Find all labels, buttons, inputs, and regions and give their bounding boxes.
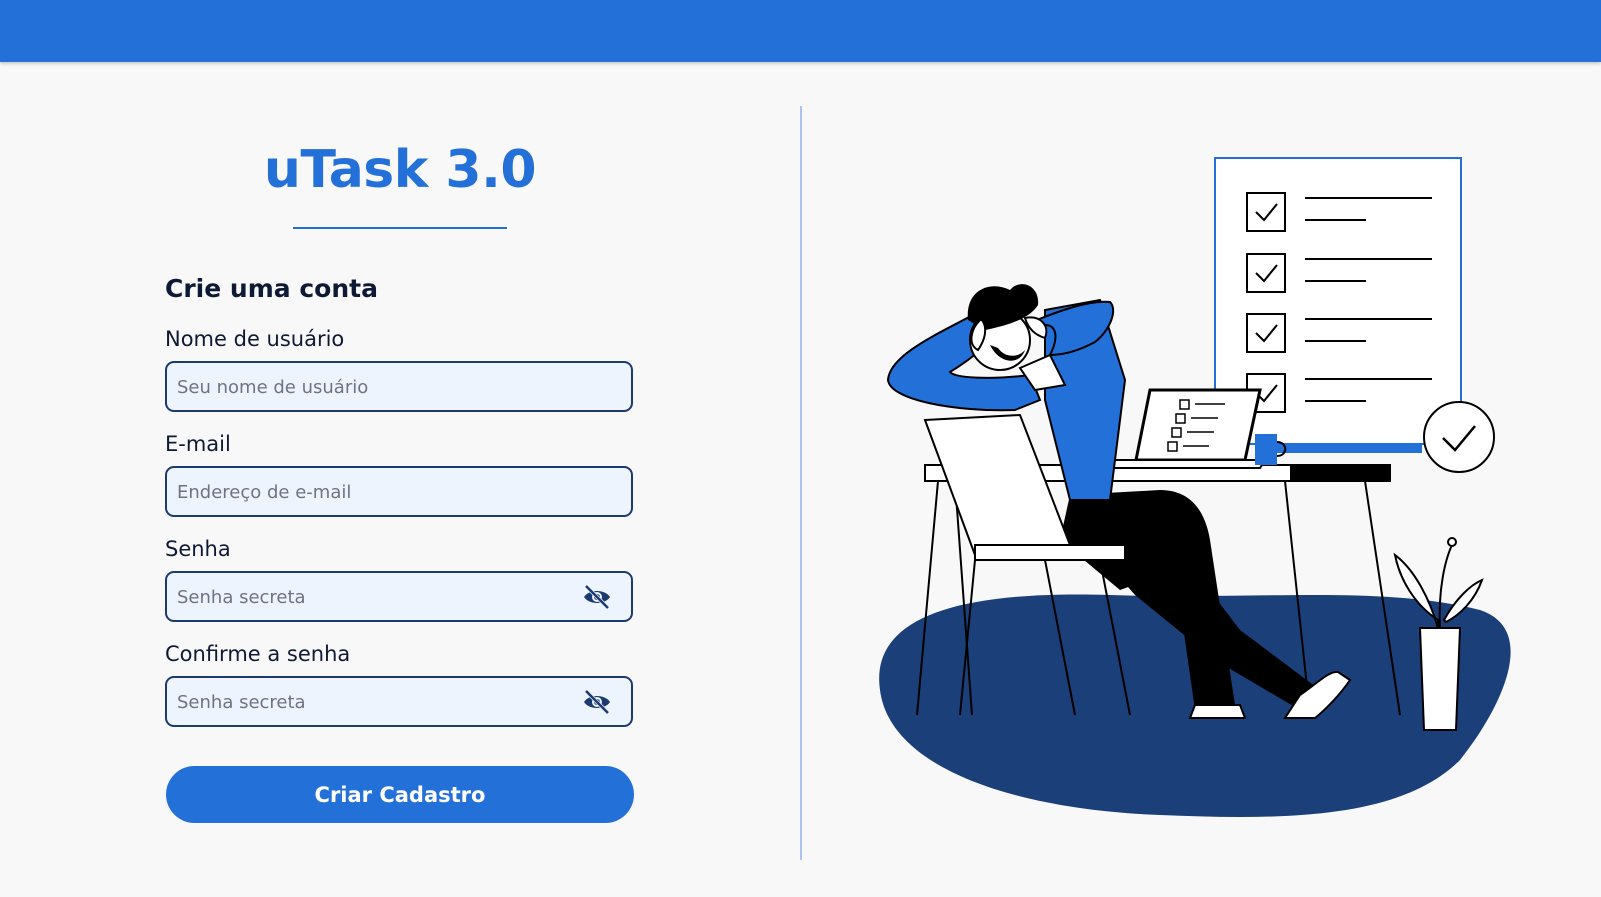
- logo-underline: [293, 227, 507, 229]
- password-input[interactable]: [175, 573, 569, 622]
- eye-off-icon[interactable]: [582, 689, 612, 715]
- username-input[interactable]: [175, 363, 569, 412]
- top-bar: [0, 0, 1601, 62]
- form-title: Crie uma conta: [165, 274, 378, 303]
- confirm-password-label: Confirme a senha: [165, 642, 351, 666]
- confirm-password-input[interactable]: [175, 678, 569, 727]
- username-label: Nome de usuário: [165, 327, 345, 351]
- password-label: Senha: [165, 537, 231, 561]
- email-field[interactable]: [165, 466, 633, 517]
- password-field[interactable]: [165, 571, 633, 622]
- confirm-password-field[interactable]: [165, 676, 633, 727]
- illustration-relaxed-person-icon: [879, 157, 1511, 817]
- eye-off-icon[interactable]: [582, 584, 612, 610]
- app-logo: uTask 3.0: [263, 140, 537, 200]
- create-account-button[interactable]: Criar Cadastro: [166, 766, 634, 823]
- vertical-divider: [800, 106, 802, 860]
- username-field[interactable]: [165, 361, 633, 412]
- email-input[interactable]: [175, 468, 569, 517]
- email-label: E-mail: [165, 432, 231, 456]
